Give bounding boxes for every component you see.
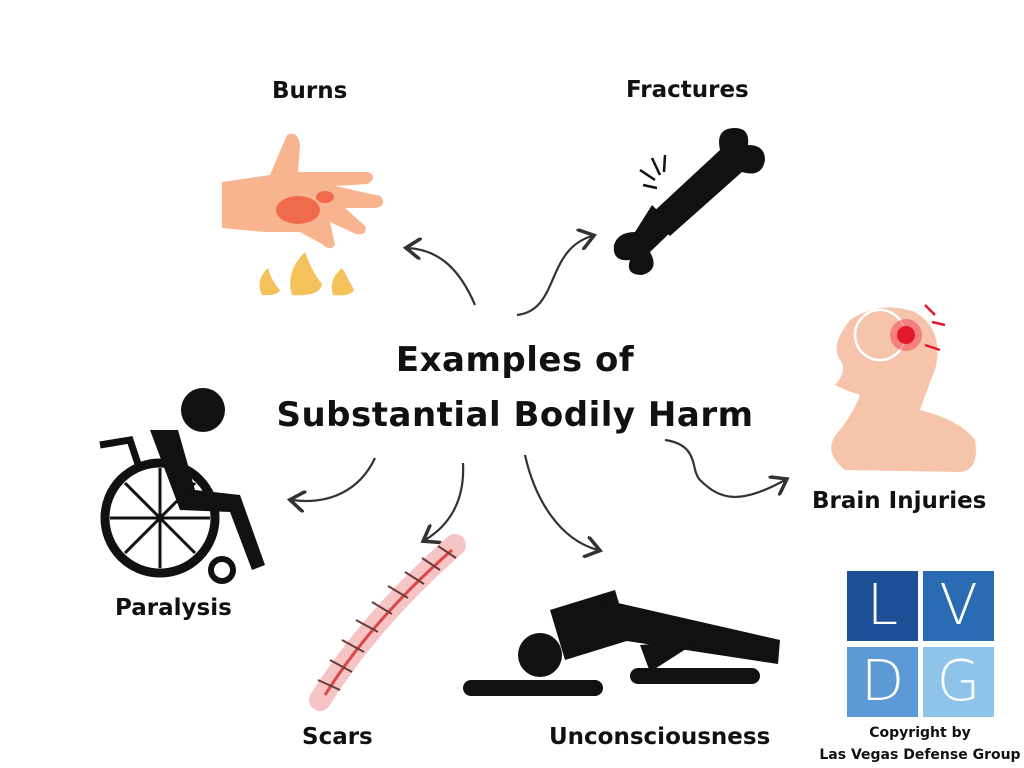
lvdg-logo: L V D G <box>847 571 995 717</box>
title-line-2: Substantial Bodily Harm <box>276 395 754 435</box>
arrows <box>292 236 785 550</box>
copyright-line-1: Copyright by <box>869 725 971 741</box>
arrow-scars <box>425 462 465 540</box>
logo-letter-v: V <box>923 571 994 641</box>
label-scars: Scars <box>302 724 373 750</box>
arrow-paralysis <box>292 457 376 501</box>
arrow-unconsciousness <box>523 454 598 550</box>
label-paralysis: Paralysis <box>115 595 232 621</box>
unconscious-person-icon <box>463 590 780 696</box>
label-brain-injuries: Brain Injuries <box>812 488 987 514</box>
arrow-fractures <box>516 236 592 317</box>
arrow-burns <box>408 248 477 306</box>
broken-bone-icon <box>613 128 765 275</box>
head-brain-injury-icon <box>831 304 976 472</box>
logo-letter-l: L <box>847 571 918 641</box>
label-burns: Burns <box>272 78 348 104</box>
label-unconsciousness: Unconsciousness <box>549 724 771 750</box>
stitched-scar-icon <box>309 534 466 711</box>
burned-hand-icon <box>222 133 384 296</box>
wheelchair-icon <box>99 388 265 584</box>
logo-letter-g: G <box>923 647 994 717</box>
diagram-title: Examples of Substantial Bodily Harm <box>260 333 770 443</box>
label-fractures: Fractures <box>626 77 749 103</box>
logo-letter-d: D <box>847 647 918 717</box>
copyright-line-2: Las Vegas Defense Group <box>819 747 1021 763</box>
title-line-1: Examples of <box>395 340 635 380</box>
copyright-notice: Copyright by Las Vegas Defense Group <box>810 722 1024 766</box>
arrow-brain <box>664 438 785 499</box>
